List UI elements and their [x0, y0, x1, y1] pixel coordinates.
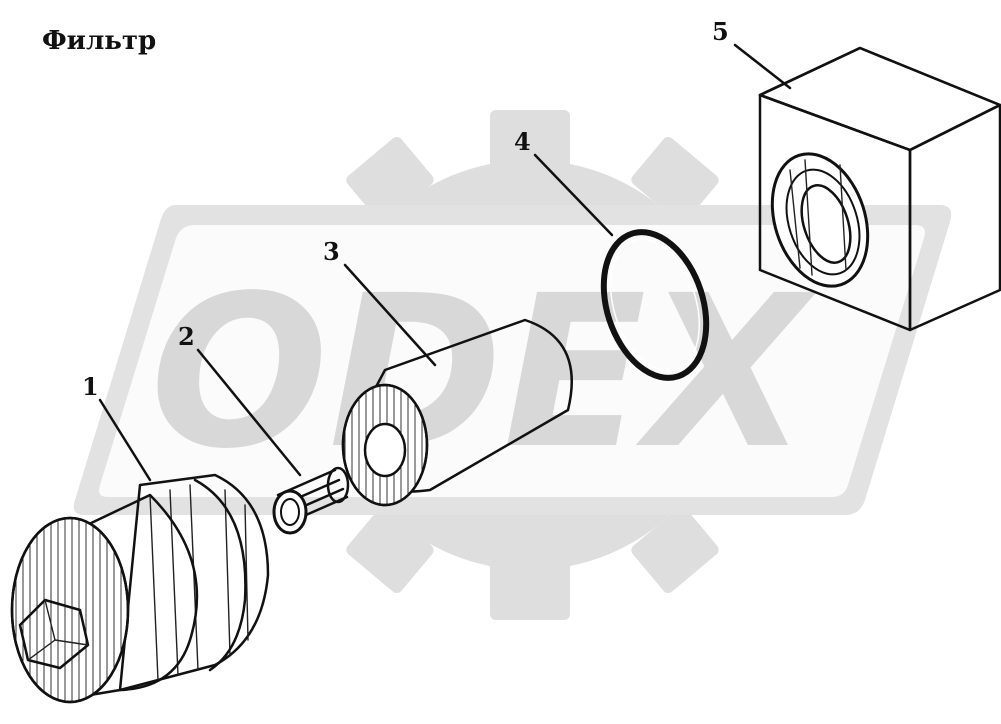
- part-4-o-ring: [600, 229, 710, 381]
- leader-line-1: [98, 398, 152, 482]
- callout-4: 4: [514, 127, 531, 156]
- callout-3: 3: [323, 237, 340, 266]
- leader-line-2: [196, 348, 302, 477]
- leader-lines: [98, 43, 792, 482]
- callout-5: 5: [712, 17, 729, 46]
- leader-line-4: [533, 153, 614, 237]
- callout-2: 2: [178, 322, 195, 351]
- leader-line-3: [343, 263, 437, 367]
- watermark-text: ODEX: [150, 250, 817, 495]
- page-title: Фильтр: [42, 26, 157, 56]
- part-5-filter-body: [758, 46, 1001, 332]
- callout-1: 1: [82, 372, 99, 401]
- part-3-mesh-element: [341, 318, 573, 507]
- leader-line-5: [733, 43, 792, 90]
- watermark-logo: ODEX: [73, 110, 952, 620]
- part-1-housing-cap: [10, 473, 270, 704]
- part-2-spring: [272, 466, 350, 535]
